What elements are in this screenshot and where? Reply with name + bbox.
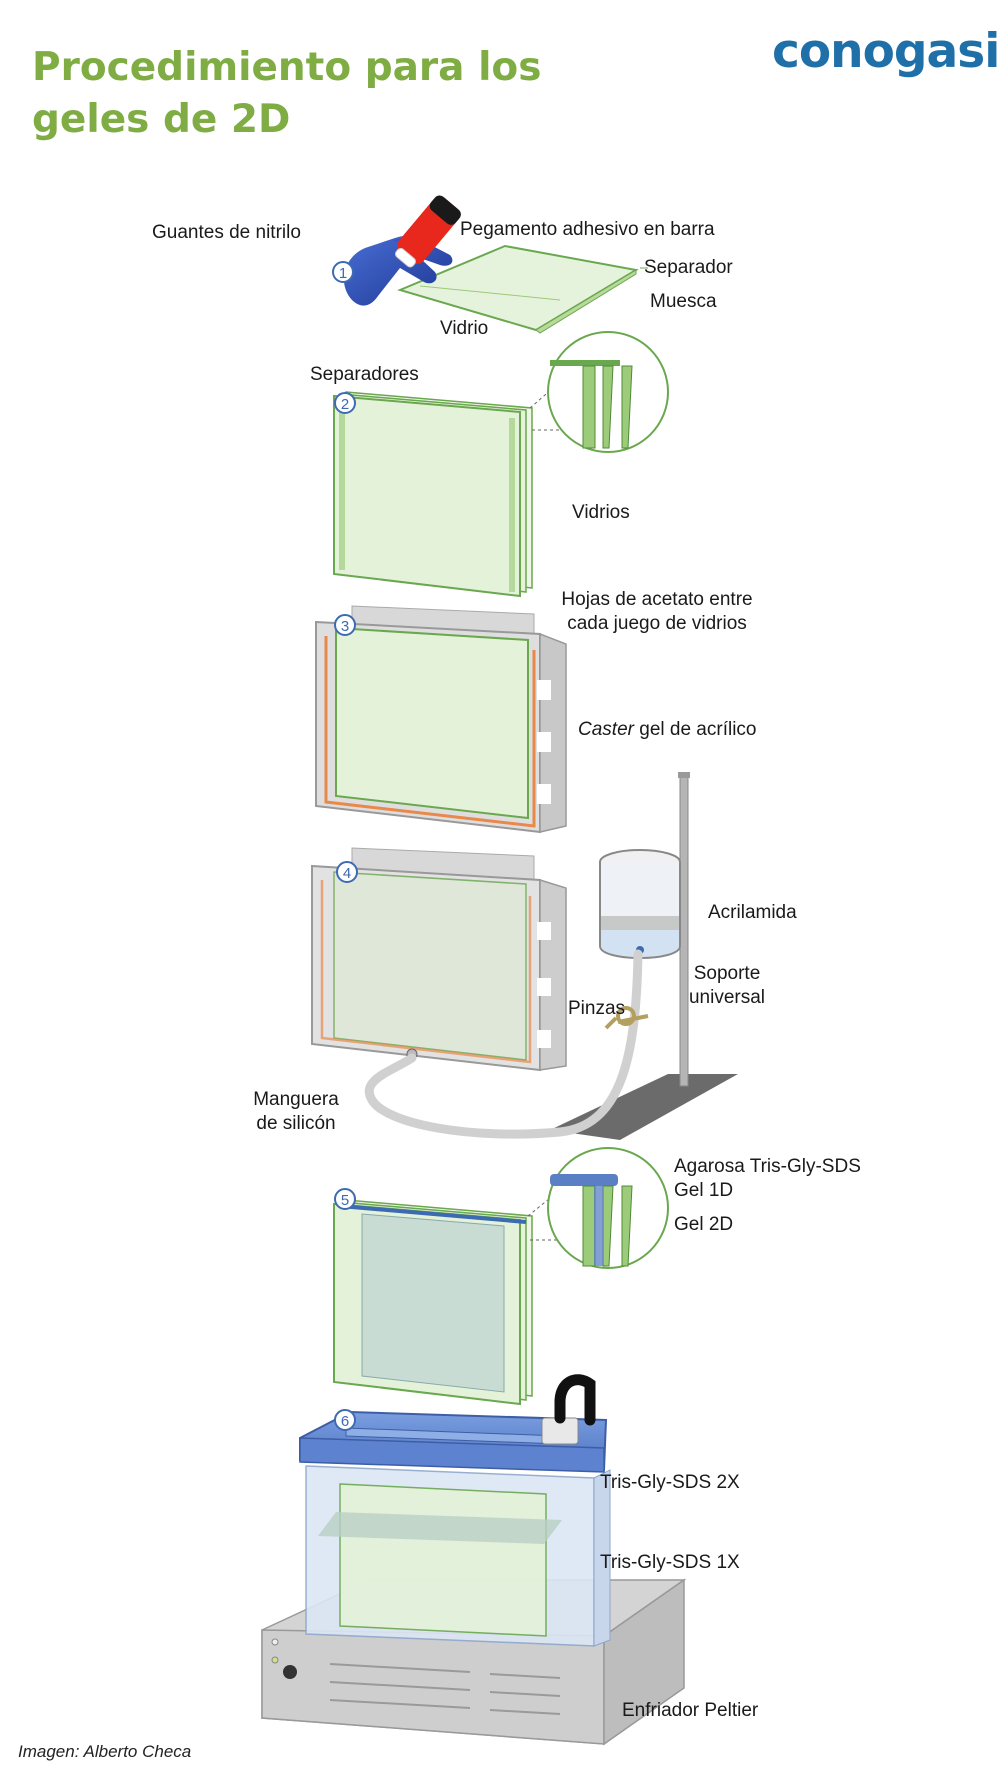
label-caster: Caster gel de acrílico bbox=[578, 718, 756, 742]
svg-text:6: 6 bbox=[341, 1413, 349, 1430]
spacer-strip bbox=[535, 269, 637, 334]
label-hose-line2: de silicón bbox=[256, 1113, 336, 1134]
power-cable-icon bbox=[541, 1374, 596, 1445]
label-hose-line1: Manguera bbox=[253, 1089, 339, 1110]
label-acrylamide: Acrilamida bbox=[708, 902, 797, 923]
page-title: Procedimiento para los geles de 2D bbox=[32, 45, 542, 142]
step-3-marker: 3 bbox=[334, 614, 356, 636]
step3-illustration bbox=[315, 605, 567, 834]
svg-text:4: 4 bbox=[343, 865, 351, 882]
zoom-circle-gel bbox=[547, 1147, 669, 1269]
label-gel-2d: Gel 2D bbox=[674, 1214, 734, 1235]
svg-text:2: 2 bbox=[341, 396, 349, 413]
step-markers: 1 2 3 4 5 6 bbox=[332, 261, 358, 1431]
brand-logo: conogasi bbox=[772, 24, 1000, 79]
glass-stack bbox=[333, 394, 521, 598]
svg-text:1: 1 bbox=[339, 265, 347, 282]
label-caster-rest: gel de acrílico bbox=[633, 719, 757, 740]
step-2-marker: 2 bbox=[334, 392, 356, 414]
label-glasses: Vidrios bbox=[572, 502, 630, 523]
label-gel-1d: Gel 1D bbox=[674, 1180, 734, 1201]
1d-gel-strip bbox=[339, 1204, 527, 1224]
step6-illustration bbox=[261, 1374, 687, 1746]
svg-text:5: 5 bbox=[341, 1192, 349, 1209]
step-4-marker: 4 bbox=[336, 861, 358, 883]
step5-illustration bbox=[333, 1147, 669, 1406]
label-agarose: Agarosa Tris-Gly-SDS bbox=[674, 1156, 861, 1177]
label-spacer: Separador bbox=[644, 257, 733, 278]
zoom-circle-spacers bbox=[547, 331, 669, 453]
step-1-marker: 1 bbox=[332, 261, 354, 283]
image-credit: Imagen: Alberto Checa bbox=[18, 1742, 192, 1761]
stand-base bbox=[550, 1074, 738, 1140]
label-stand-line1: Soporte bbox=[693, 963, 761, 984]
label-silicone-hose: Manguera de silicón bbox=[244, 1088, 348, 1136]
step2-illustration bbox=[333, 331, 669, 598]
label-stand-line2: universal bbox=[688, 987, 766, 1008]
label-acetate-sheets: Hojas de acetato entre cada juego de vid… bbox=[550, 588, 764, 636]
label-tris-2x: Tris-Gly-SDS 2X bbox=[600, 1472, 740, 1493]
step-5-marker: 5 bbox=[334, 1188, 356, 1210]
svg-text:3: 3 bbox=[341, 618, 349, 635]
clamp-icon bbox=[604, 1006, 649, 1030]
label-acetate-line1: Hojas de acetato entre bbox=[561, 589, 753, 610]
silicone-hose bbox=[364, 949, 643, 1139]
label-caster-italic: Caster bbox=[578, 719, 634, 740]
2d-gel bbox=[361, 1213, 505, 1393]
label-tris-1x: Tris-Gly-SDS 1X bbox=[600, 1552, 740, 1573]
label-glue-stick: Pegamento adhesivo en barra bbox=[460, 219, 715, 240]
acrylamide-reservoir bbox=[599, 849, 681, 959]
label-acetate-line2: cada juego de vidrios bbox=[567, 613, 747, 634]
power-knob-icon bbox=[283, 1665, 297, 1679]
label-glass: Vidrio bbox=[440, 318, 489, 339]
support-rod bbox=[679, 773, 689, 1087]
orange-seal bbox=[324, 636, 536, 828]
step4-illustration bbox=[311, 772, 738, 1140]
label-peltier-cooler: Enfriador Peltier bbox=[622, 1700, 759, 1721]
label-spacers: Separadores bbox=[310, 364, 419, 385]
label-clamps: Pinzas bbox=[568, 998, 626, 1019]
label-nitrile-gloves: Guantes de nitrilo bbox=[152, 222, 301, 243]
label-notch: Muesca bbox=[650, 291, 717, 312]
label-universal-stand: Soporte universal bbox=[682, 962, 772, 1010]
step-6-marker: 6 bbox=[334, 1409, 356, 1431]
glue-stick-icon bbox=[394, 195, 461, 268]
step1-illustration bbox=[343, 195, 648, 334]
